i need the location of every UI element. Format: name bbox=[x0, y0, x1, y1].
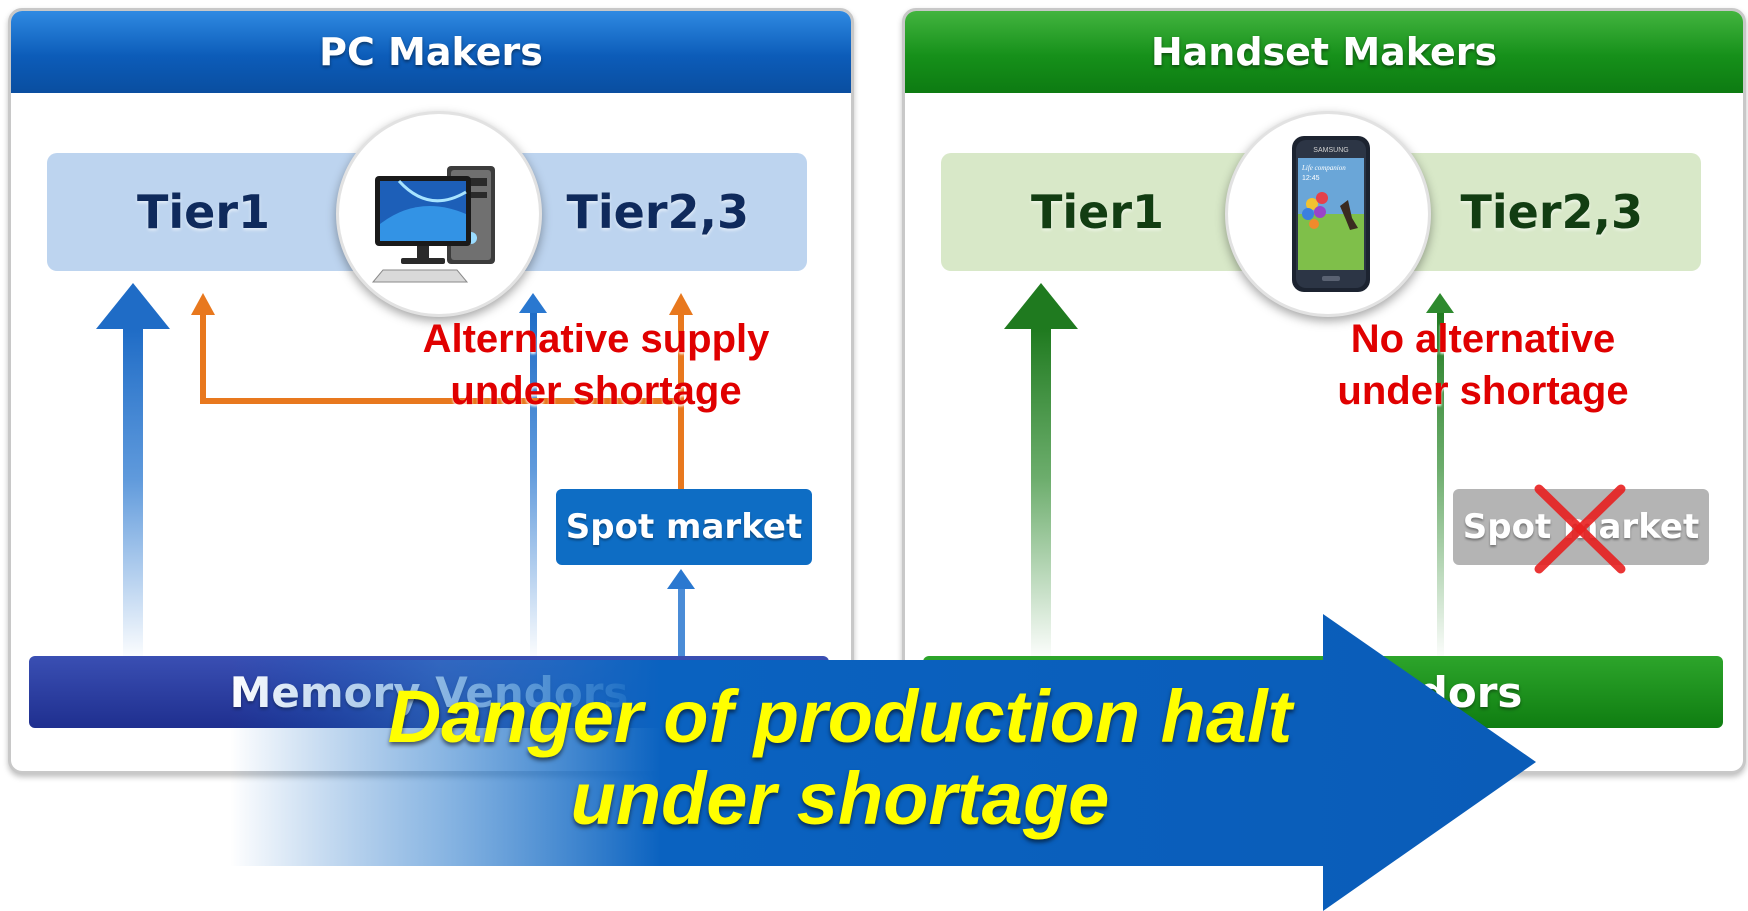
pc-alternative-supply-path bbox=[200, 311, 684, 489]
handset-supply-arrows bbox=[1004, 283, 1454, 661]
handset-no-alternative-note: No alternative under shortage bbox=[1283, 313, 1683, 417]
danger-line2: under shortage bbox=[570, 757, 1110, 840]
handset-tier1-supply-arrow bbox=[1004, 283, 1078, 661]
pc-tier23-label: Tier2,3 bbox=[566, 185, 749, 239]
phone-brand-text: SAMSUNG bbox=[1313, 147, 1348, 154]
pc-note-line2: under shortage bbox=[450, 369, 742, 413]
pc-tier1-label: Tier1 bbox=[137, 185, 271, 239]
pc-alternative-supply-note: Alternative supply under shortage bbox=[386, 313, 806, 417]
pc-makers-header: PC Makers bbox=[11, 11, 851, 93]
handset-tier23-label: Tier2,3 bbox=[1460, 185, 1643, 239]
danger-line1: Danger of production halt bbox=[387, 675, 1293, 758]
pc-tier1-supply-arrow bbox=[96, 283, 170, 661]
handset-note-line1: No alternative bbox=[1350, 317, 1616, 361]
smartphone-icon: SAMSUNG Life companion 12:45 bbox=[1225, 111, 1431, 317]
danger-banner-text: Danger of production halt under shortage bbox=[310, 676, 1370, 840]
pc-supply-arrows bbox=[96, 283, 695, 661]
handset-note-line2: under shortage bbox=[1337, 369, 1629, 413]
phone-screen-text-1: Life companion bbox=[1301, 164, 1346, 172]
pc-alt-arrowhead-tier1 bbox=[191, 293, 215, 315]
pc-note-line1: Alternative supply bbox=[422, 317, 770, 361]
handset-makers-header: Handset Makers bbox=[905, 11, 1743, 93]
pc-makers-panel: PC Makers Tier1 Tier2,3 bbox=[8, 8, 854, 774]
phone-screen-text-2: 12:45 bbox=[1302, 175, 1320, 182]
pc-tier23-supply-arrow bbox=[519, 293, 547, 661]
pc-spot-market-box: Spot market bbox=[556, 489, 812, 565]
handset-tier23-supply-arrow bbox=[1426, 293, 1454, 661]
pc-alt-arrowhead-tier23 bbox=[669, 293, 693, 315]
pc-spot-supply-arrow bbox=[667, 569, 695, 661]
handset-tier1-label: Tier1 bbox=[1031, 185, 1165, 239]
desktop-computer-icon bbox=[336, 111, 542, 317]
cross-mark-icon bbox=[1534, 484, 1626, 574]
